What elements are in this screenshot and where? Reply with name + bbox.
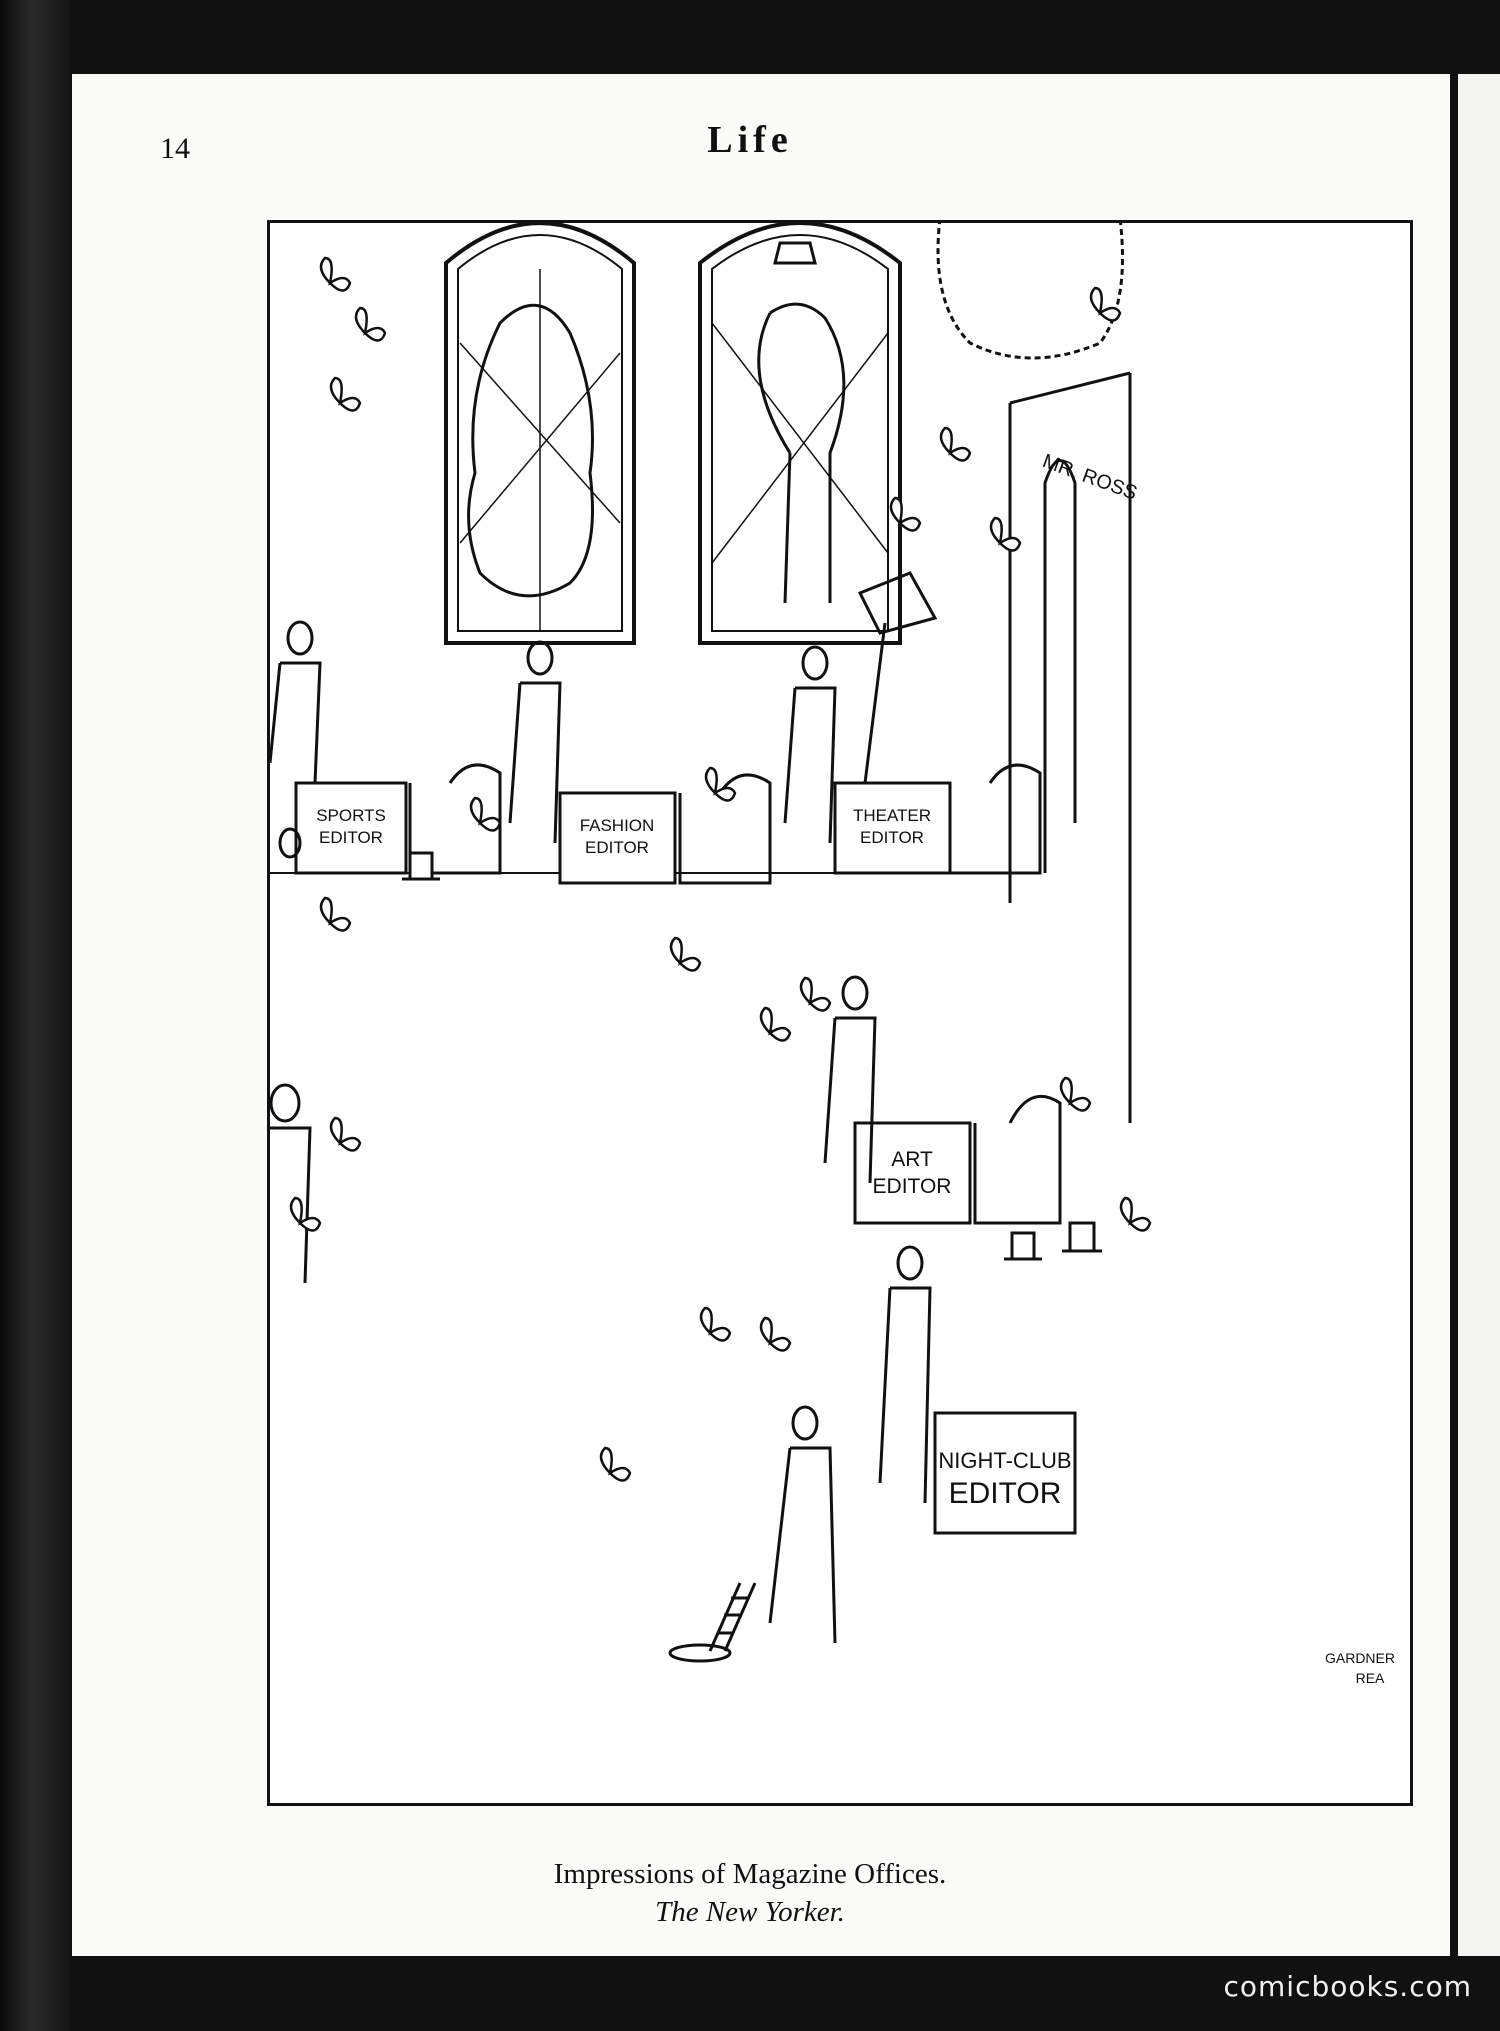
cartoon-panel: SPORTS EDITOR FASHION EDITOR THEATER EDI…	[267, 220, 1413, 1806]
desk-fashion	[558, 791, 677, 885]
butterfly-icon	[289, 256, 1152, 1482]
stained-glass-window-right	[698, 223, 902, 645]
watermark: comicbooks.com	[1223, 1970, 1472, 2003]
desk-label-night-club-line2: EDITOR	[949, 1477, 1062, 1510]
scan-border	[0, 0, 70, 2031]
stained-glass-window-left	[444, 223, 636, 645]
caption-line-1: Impressions of Magazine Offices.	[553, 1858, 947, 1890]
armchair	[678, 773, 772, 885]
armchair	[973, 1094, 1062, 1225]
top-hat-icon	[402, 851, 440, 881]
desk-label-theater-line2: EDITOR	[860, 828, 924, 847]
curtain	[936, 223, 1124, 360]
armchair	[948, 763, 1042, 875]
manhole	[668, 1582, 757, 1663]
armchair	[408, 763, 502, 875]
desk-label-night-club-line1: NIGHT-CLUB	[938, 1448, 1071, 1473]
desk-label-fashion-line1: FASHION	[580, 816, 655, 835]
top-hat-icon	[1062, 1221, 1102, 1253]
desk-art	[853, 1121, 972, 1225]
desk-sports	[294, 781, 408, 875]
artist-signature-line1: GARDNER	[1325, 1650, 1395, 1666]
caption-line-2: The New Yorker.	[655, 1896, 845, 1928]
artist-signature-line2: REA	[1356, 1670, 1385, 1686]
lamp-icon	[857, 571, 938, 784]
desk-label-theater-line1: THEATER	[853, 806, 931, 825]
desk-label-art-line1: ART	[891, 1148, 933, 1171]
running-title: Life	[707, 119, 793, 161]
top-hat-icon	[1004, 1231, 1042, 1261]
desk-label-fashion-line2: EDITOR	[585, 838, 649, 857]
desk-night-club	[933, 1411, 1077, 1535]
desk-label-sports-line1: SPORTS	[316, 806, 386, 825]
door-sign: MR. ROSS	[1039, 450, 1139, 505]
page-number: 14	[160, 132, 190, 165]
desk-label-art-line2: EDITOR	[873, 1175, 952, 1198]
cartoon-illustration: SPORTS EDITOR FASHION EDITOR THEATER EDI…	[270, 223, 1395, 1686]
next-page-edge	[1458, 74, 1500, 1956]
desk-label-sports-line2: EDITOR	[319, 828, 383, 847]
